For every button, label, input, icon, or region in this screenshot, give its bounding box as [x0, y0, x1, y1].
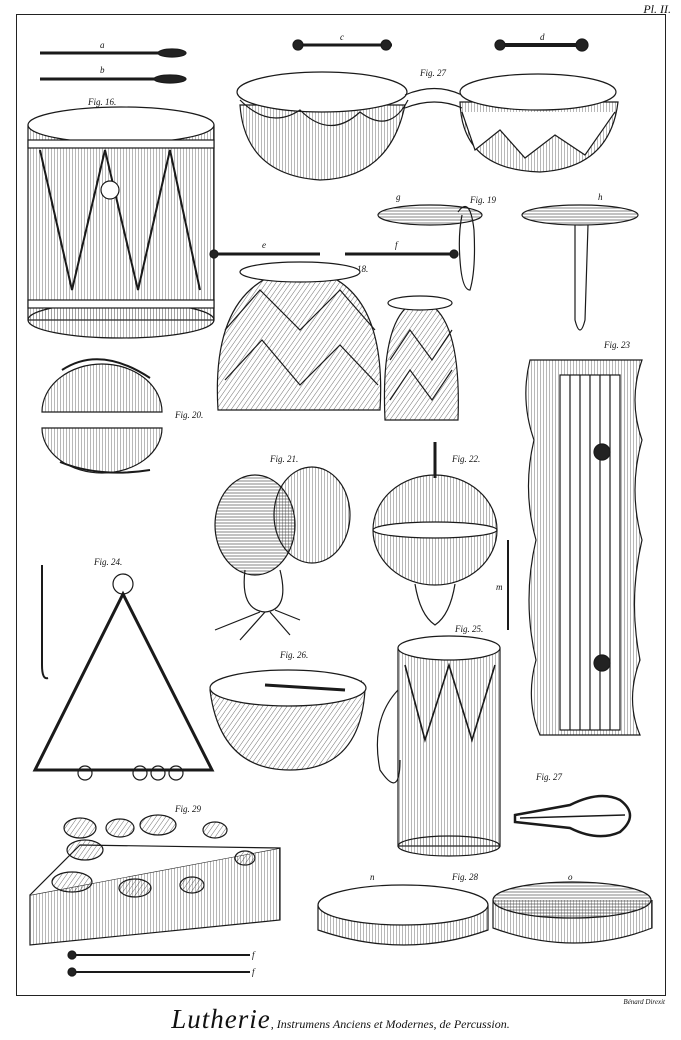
letter-m: m [496, 582, 503, 592]
bell-board [29, 814, 281, 946]
drumstick-b [40, 74, 187, 84]
letter-c: c [340, 32, 344, 42]
side-drum [27, 106, 215, 339]
engraver-credit: Bénard Direxit [623, 998, 665, 1006]
title-sub: , Instrumens Anciens et Modernes, de Per… [270, 1017, 510, 1031]
dulcimer [525, 359, 643, 736]
letter-g: g [396, 192, 401, 202]
fig21-label: Fig. 21. [269, 454, 298, 464]
bottom-stick-2 [67, 967, 250, 977]
fig20-label: Fig. 20. [174, 410, 203, 420]
letter-d: d [540, 32, 545, 42]
letter-f2: f [252, 950, 256, 960]
plate-number: Pl. II. [643, 2, 671, 16]
title-main: Lutherie [171, 1004, 271, 1034]
letter-a: a [100, 40, 105, 50]
kettle-drums [236, 71, 619, 181]
drumstick-a [40, 48, 187, 58]
tabor [376, 635, 501, 857]
fig27b-label: Fig. 27 [535, 772, 562, 782]
fig28-label: Fig. 28 [451, 872, 478, 882]
fig22-label: Fig. 22. [451, 454, 480, 464]
shaker [372, 442, 498, 626]
castanets [214, 466, 351, 641]
cymbals [377, 204, 639, 331]
letter-n: n [370, 872, 375, 882]
drumstick-e [209, 249, 320, 259]
letter-o: o [568, 872, 573, 882]
letter-e: e [262, 240, 266, 250]
jaw-harp [513, 794, 632, 838]
fig19-label: Fig. 19 [469, 195, 496, 205]
drumstick-c [292, 39, 392, 51]
fig27a-label: Fig. 27 [419, 68, 446, 78]
bottom-stick-1 [67, 950, 250, 960]
fig16-label: Fig. 16. [87, 97, 116, 107]
kettle-bowl [209, 669, 367, 771]
letter-h: h [598, 192, 603, 202]
drumstick-d [494, 38, 589, 52]
letter-b: b [100, 65, 105, 75]
triangle [32, 565, 215, 781]
letter-f: f [395, 240, 399, 250]
fig23-label: Fig. 23 [603, 340, 630, 350]
rattle-ball [41, 358, 163, 474]
plate-frame [16, 14, 666, 996]
fig29-label: Fig. 29 [174, 804, 201, 814]
fig24-label: Fig. 24. [93, 557, 122, 567]
nakers [216, 261, 459, 421]
fig26-label: Fig. 26. [279, 650, 308, 660]
letter-f3: f [252, 967, 256, 977]
tambourines [317, 881, 653, 946]
plate-title: Lutherie, Instrumens Anciens et Modernes… [0, 1004, 681, 1035]
fig25-label: Fig. 25. [454, 624, 483, 634]
drumstick-f [345, 249, 459, 259]
